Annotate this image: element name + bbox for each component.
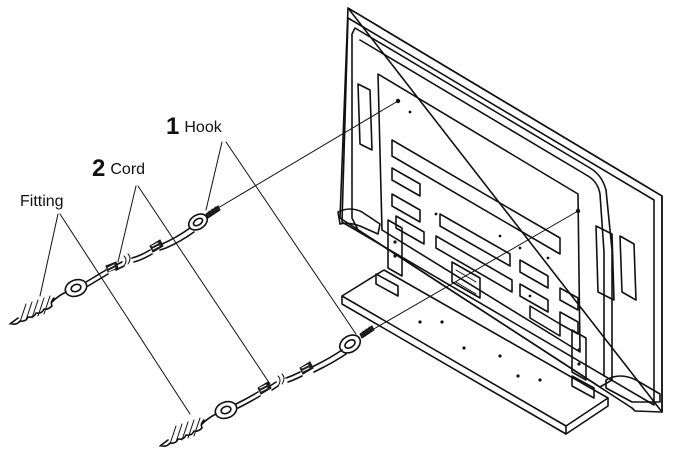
label-fitting-text: Fitting: [20, 193, 64, 210]
leader-lines: [39, 141, 357, 415]
lower-fitting: [159, 400, 238, 447]
lower-cord-clamp: [299, 361, 314, 375]
upper-cord-clamp: [149, 239, 164, 253]
lower-hook: [338, 325, 375, 354]
tv-back-panel: [337, 7, 663, 413]
label-cord-text: Cord: [110, 161, 146, 178]
upper-fitting: [9, 278, 88, 325]
upper-fitting-clamp: [105, 261, 119, 273]
label-hook-text: Hook: [184, 119, 222, 136]
lower-fitting-clamp: [257, 381, 272, 395]
upper-cord-assembly: [9, 205, 221, 325]
label-hook-number: 1: [166, 113, 180, 140]
label-fitting: Fitting: [20, 194, 64, 210]
upper-hook: [187, 205, 221, 231]
lower-cord-assembly: [159, 325, 375, 447]
label-cord-number: 2: [92, 155, 106, 182]
guide-lines: [217, 100, 579, 331]
